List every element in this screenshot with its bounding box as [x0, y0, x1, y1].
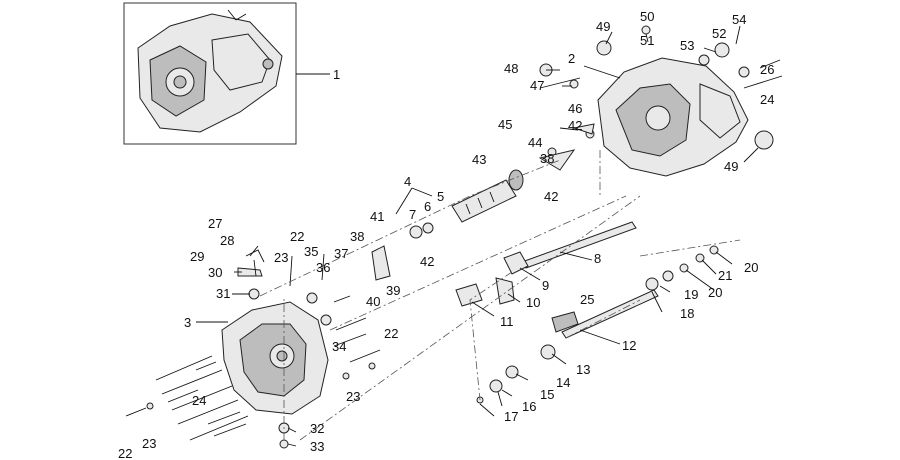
callout-l11: 11 [500, 314, 514, 329]
callout-l26: 26 [760, 62, 774, 77]
callout-l29: 29 [190, 249, 204, 264]
callout-l19: 19 [684, 287, 698, 302]
callout-l9: 9 [542, 278, 549, 293]
callout-l32: 32 [310, 421, 324, 436]
callout-l42a: 42 [420, 254, 434, 269]
callout-l3: 3 [184, 315, 191, 330]
callout-l39: 39 [386, 283, 400, 298]
callout-l46: 46 [568, 101, 582, 116]
callout-l20b: 20 [744, 260, 758, 275]
callout-l5: 5 [437, 189, 444, 204]
small-parts [146, 25, 774, 449]
callout-l18: 18 [680, 306, 694, 321]
callout-l4: 4 [404, 174, 411, 189]
callout-l37: 37 [334, 246, 348, 261]
callout-l6: 6 [424, 199, 431, 214]
leader-lines [196, 25, 759, 447]
callout-l45: 45 [498, 117, 512, 132]
callout-l34: 34 [332, 339, 346, 354]
callout-l49b: 49 [724, 159, 738, 174]
callout-l24b: 24 [192, 393, 206, 408]
callout-l22a: 22 [290, 229, 304, 244]
callout-l42c: 42 [544, 189, 558, 204]
callout-l25: 25 [580, 292, 594, 307]
callout-l1: 1 [333, 67, 340, 82]
callout-l15: 15 [540, 387, 554, 402]
callout-l47: 47 [530, 78, 544, 93]
callout-l23a: 23 [274, 250, 288, 265]
callout-l2: 2 [568, 51, 575, 66]
callout-l30: 30 [208, 265, 222, 280]
callout-l12: 12 [622, 338, 636, 353]
callout-l51: 51 [640, 33, 654, 48]
callout-l17: 17 [504, 409, 518, 424]
callout-l24a: 24 [760, 92, 774, 107]
callout-l42b: 42 [568, 118, 582, 133]
callout-l40: 40 [366, 294, 380, 309]
callout-l35: 35 [304, 244, 318, 259]
callout-l54: 54 [732, 12, 746, 27]
callout-l44: 44 [528, 135, 542, 150]
shafts [521, 221, 659, 339]
callout-l10: 10 [526, 295, 540, 310]
callout-l16: 16 [522, 399, 536, 414]
callout-l23b: 23 [346, 389, 360, 404]
bolts [125, 59, 783, 441]
rear-housing [597, 57, 749, 177]
callout-l23c: 23 [142, 436, 156, 451]
callout-l38a: 38 [350, 229, 364, 244]
callout-l49a: 49 [596, 19, 610, 34]
callout-l41: 41 [370, 209, 384, 224]
callout-l20a: 20 [708, 285, 722, 300]
shift-drum [451, 169, 524, 223]
callout-l28: 28 [220, 233, 234, 248]
callout-l7: 7 [409, 207, 416, 222]
callout-l22b: 22 [384, 326, 398, 341]
callout-l27: 27 [208, 216, 222, 231]
callout-l33: 33 [310, 439, 324, 454]
assembly-axes [259, 150, 741, 441]
callout-l21: 21 [718, 268, 732, 283]
callout-l31: 31 [216, 286, 230, 301]
inset-assembly-frame [123, 2, 297, 145]
callout-l36: 36 [316, 260, 330, 275]
callout-l14: 14 [556, 375, 570, 390]
callout-l8: 8 [594, 251, 601, 266]
callout-l50: 50 [640, 9, 654, 24]
callout-l43: 43 [472, 152, 486, 167]
callout-l52: 52 [712, 26, 726, 41]
callout-l13: 13 [576, 362, 590, 377]
callout-l48: 48 [504, 61, 518, 76]
shift-forks [455, 251, 529, 307]
callout-l38b: 38 [540, 151, 554, 166]
callout-l22c: 22 [118, 446, 132, 460]
front-housing [221, 301, 329, 415]
callout-l53: 53 [680, 38, 694, 53]
